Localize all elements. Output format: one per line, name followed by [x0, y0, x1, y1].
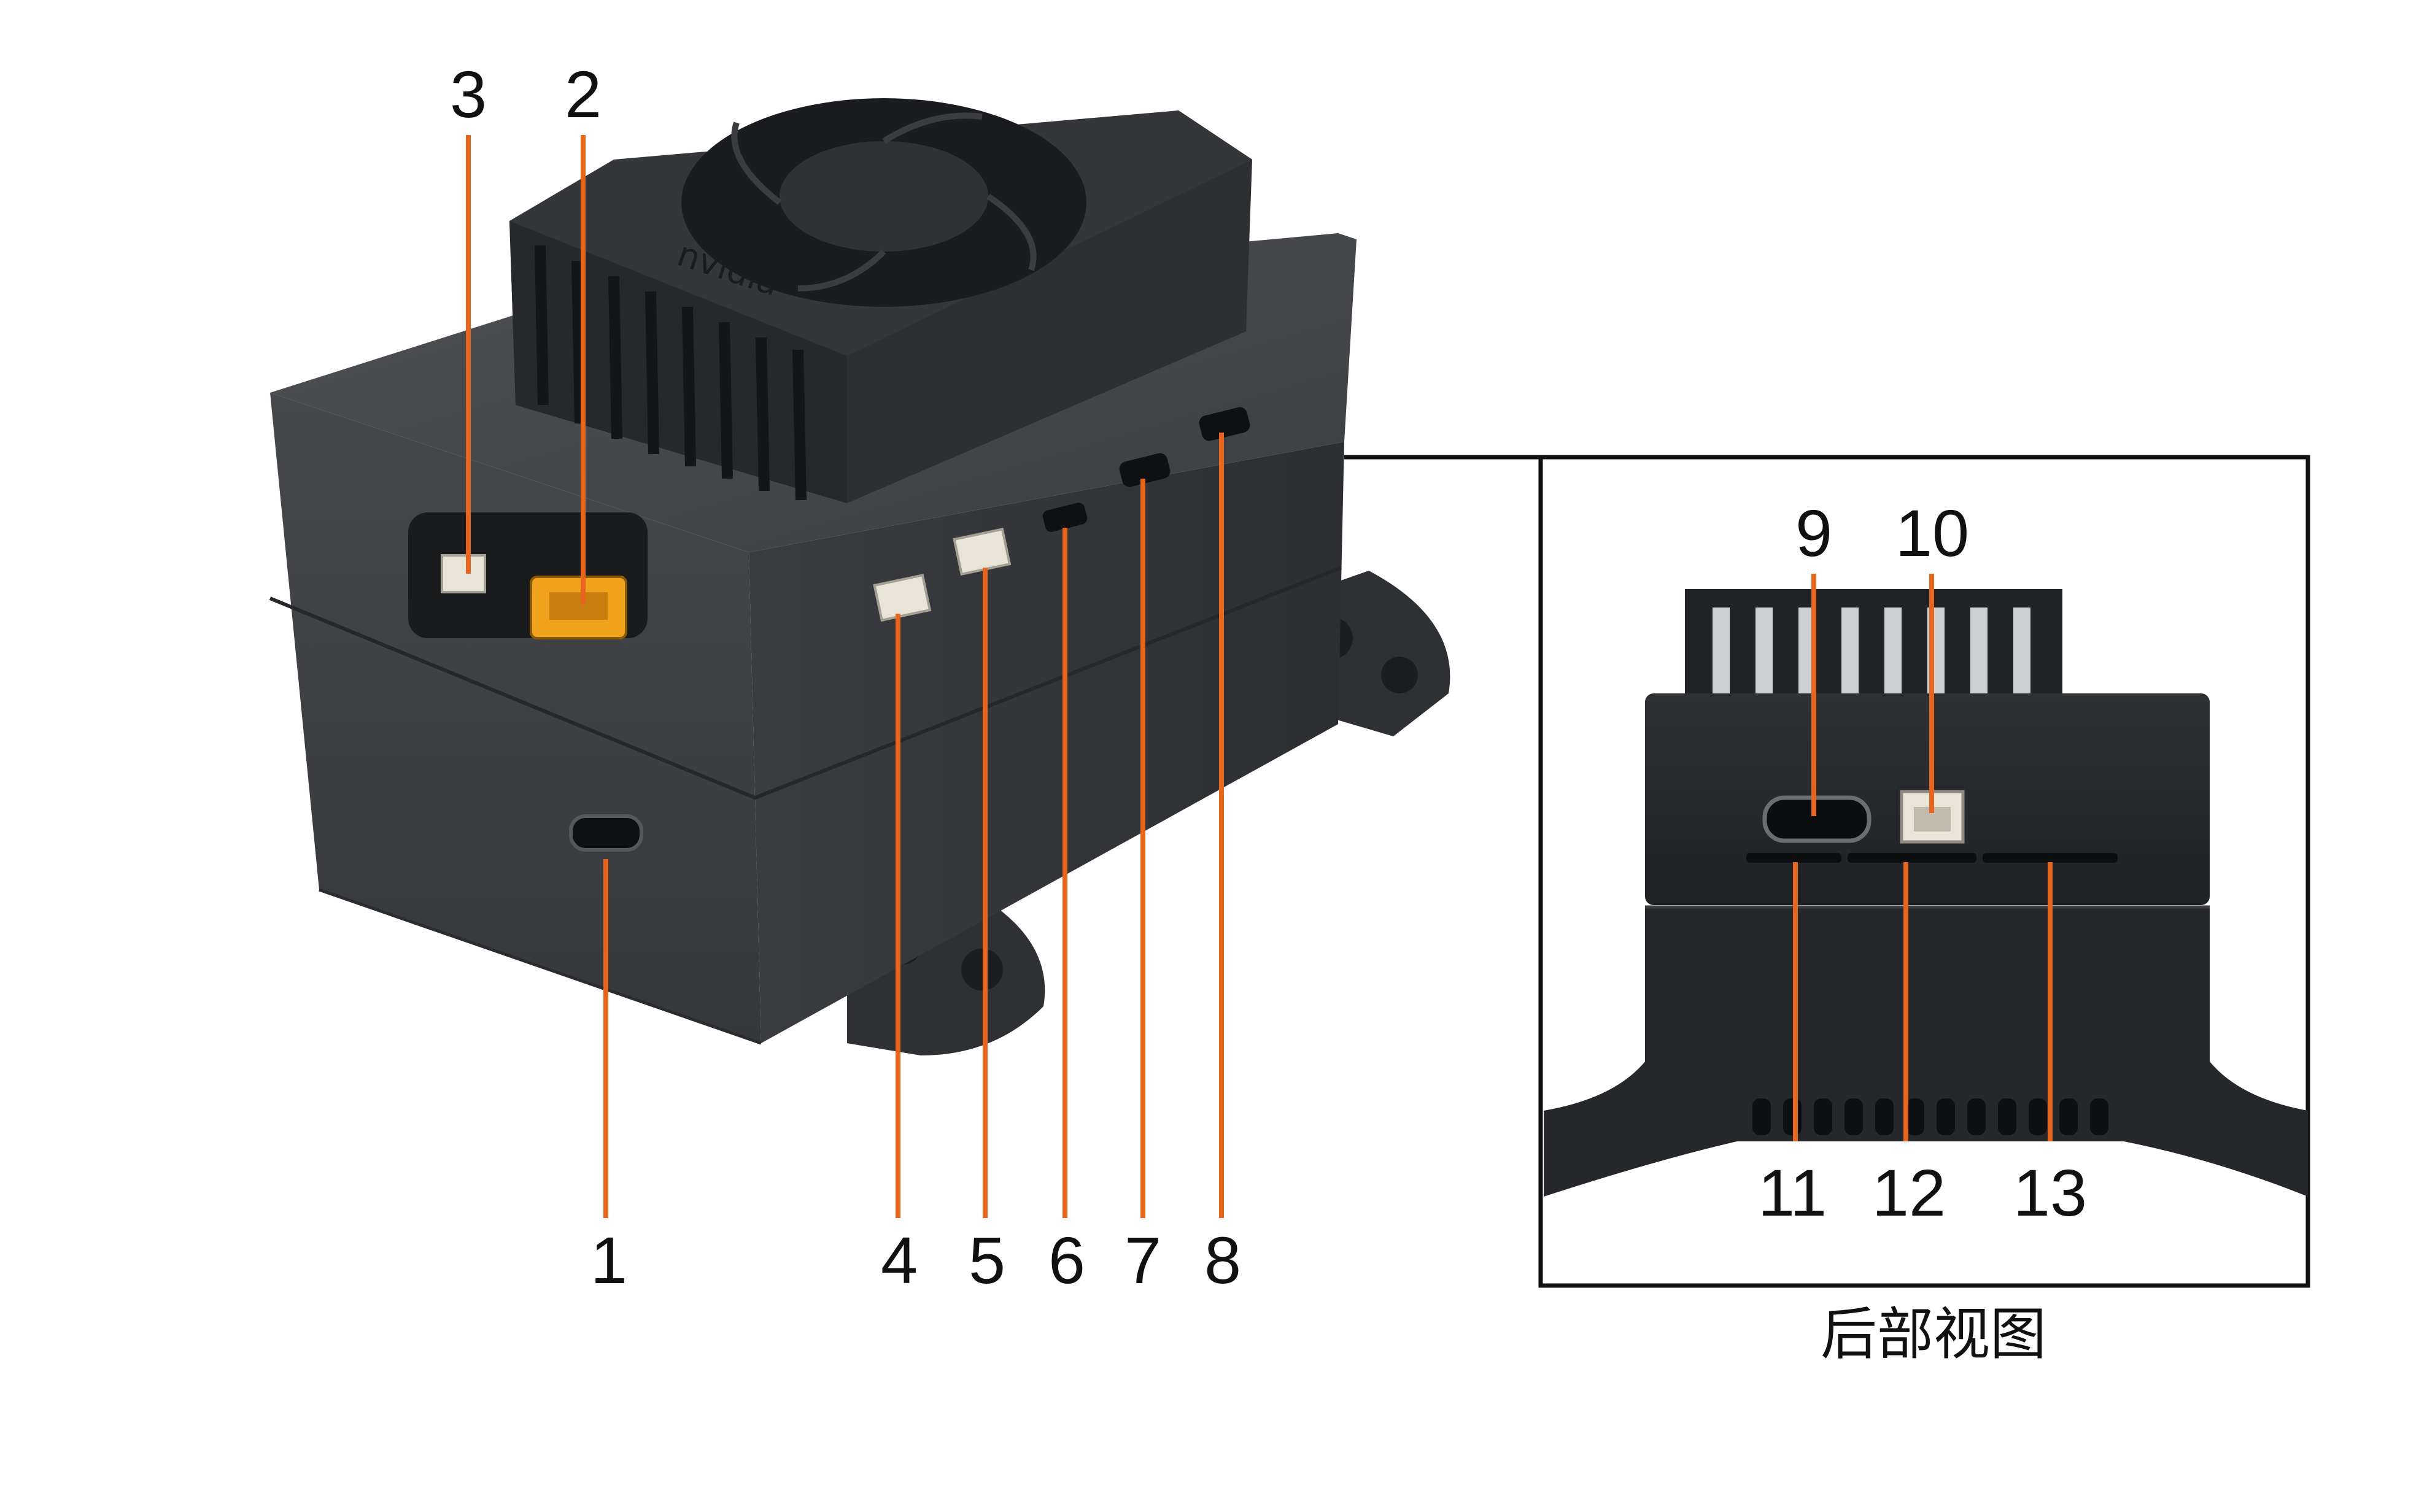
rear-shell-lower: [1544, 908, 2308, 1197]
callout-5: 5: [968, 1223, 1006, 1297]
card-slot-13: [1983, 853, 2118, 863]
jst-port-4: [873, 573, 932, 622]
usb-c-port-9: [1762, 795, 1872, 843]
shell-edge: [319, 888, 762, 1045]
heatsink-fins: [535, 245, 807, 501]
device-main-view: nvidia: [269, 98, 1450, 1055]
callout-2: 2: [564, 57, 602, 131]
rear-heatsink: [1685, 589, 2062, 693]
xt30-socket: [549, 592, 608, 620]
card-slot-12: [1848, 853, 1976, 863]
callout-1: 1: [590, 1223, 628, 1297]
callout-12: 12: [1872, 1155, 1946, 1230]
callout-3: 3: [449, 57, 487, 131]
fan-blades: [731, 112, 1037, 291]
leader-lines-main: [466, 135, 1224, 1218]
device-rear-view: [1544, 589, 2308, 1197]
usb-c-port-1: [569, 814, 643, 852]
callout-8: 8: [1204, 1223, 1242, 1297]
port-8: [1199, 407, 1250, 441]
fan-hub: [780, 141, 988, 252]
callout-6: 6: [1048, 1223, 1086, 1297]
rear-heatsink-gaps: [1713, 608, 2030, 693]
leader-lines-rear: [1793, 574, 2053, 1141]
port-6: [1042, 503, 1088, 532]
callout-9: 9: [1795, 496, 1833, 570]
callout-11: 11: [1757, 1155, 1827, 1230]
jst-connector-3: [441, 554, 486, 593]
callout-13: 13: [2013, 1155, 2088, 1230]
shell-seam: [269, 566, 1342, 800]
rear-view-caption: 后部视图: [1820, 1302, 2047, 1367]
rear-vent-slots: [1752, 1098, 2108, 1135]
callout-10: 10: [1895, 496, 1970, 570]
card-slot-11: [1746, 853, 1841, 863]
mount-hole: [1381, 657, 1418, 693]
port-7: [1119, 453, 1171, 487]
callout-7: 7: [1124, 1223, 1162, 1297]
mount-hole: [961, 949, 1003, 990]
callout-4: 4: [880, 1223, 918, 1297]
